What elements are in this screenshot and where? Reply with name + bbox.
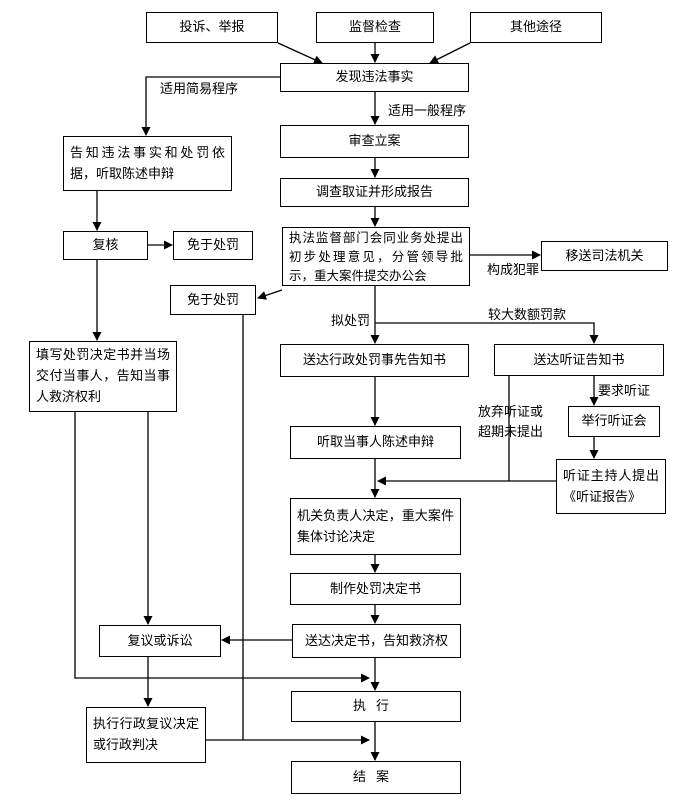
- pre-notice-box: 送达行政处罚事先告知书: [280, 344, 469, 377]
- hearing-report-box: 听证主持人提出《听证报告》: [556, 459, 666, 514]
- other-channels-box: 其他途径: [470, 12, 602, 43]
- label-proposed-penalty: 拟处罚: [331, 314, 371, 329]
- hearing-notice-box: 送达听证告知书: [494, 344, 664, 376]
- arrow-onsite-to-execute: [74, 412, 370, 683]
- label-large-fine: 较大数额罚款: [488, 308, 567, 323]
- deliver-decision-box: 送达决定书，告知救济权: [292, 624, 461, 658]
- joint-opinion-box: 执法监督部门会同业务处提出初步处理意见，分管领导批示，重大案件提交办公会: [282, 227, 470, 286]
- inspection-box: 监督检查: [316, 12, 434, 43]
- label-simple-procedure: 适用简易程序: [160, 82, 239, 97]
- label-crime: 构成犯罪: [487, 263, 540, 278]
- hear-statement-box: 听取当事人陈述申辩: [290, 426, 461, 459]
- execute-box: 执行: [291, 691, 461, 722]
- label-request-hearing: 要求听证: [598, 384, 651, 399]
- transfer-judicial-box: 移送司法机关: [541, 241, 668, 271]
- arrow-large-fine: [375, 322, 599, 344]
- complaint-box: 投诉、举报: [146, 12, 278, 43]
- execute-ruling-box: 执行行政复议决定或行政判决: [86, 707, 206, 763]
- investigate-box: 调查取证并形成报告: [280, 178, 469, 207]
- arrow-complaint-to-discover: [277, 42, 323, 64]
- reconsider-or-sue-box: 复议或诉讼: [99, 625, 221, 657]
- arrow-other-to-discover: [429, 42, 471, 64]
- discover-violation-box: 发现违法事实: [280, 63, 469, 92]
- label-general-procedure: 适用一般程序: [388, 104, 467, 119]
- leader-decision-box: 机关负责人决定，重大案件集体讨论决定: [290, 498, 461, 555]
- review-box: 复核: [63, 231, 148, 260]
- hold-hearing-box: 举行听证会: [568, 406, 660, 437]
- make-decision-box: 制作处罚决定书: [290, 573, 461, 605]
- exempt-penalty-box-2: 免于处罚: [170, 285, 256, 315]
- file-case-box: 审查立案: [280, 125, 469, 158]
- arrow-opinion-to-exempt: [257, 289, 283, 300]
- arrow-simple-procedure: [141, 76, 280, 136]
- label-waive-hearing: 放弃听证或超期未提出: [478, 405, 544, 440]
- onsite-decision-box: 填写处罚决定书并当场交付当事人，告知当事人救济权利: [29, 341, 177, 412]
- inform-and-listen-box: 告知违法事实和处罚依据，听取陈述申辩: [63, 136, 232, 191]
- exempt-penalty-box-1: 免于处罚: [173, 231, 253, 260]
- close-case-box: 结案: [291, 761, 461, 794]
